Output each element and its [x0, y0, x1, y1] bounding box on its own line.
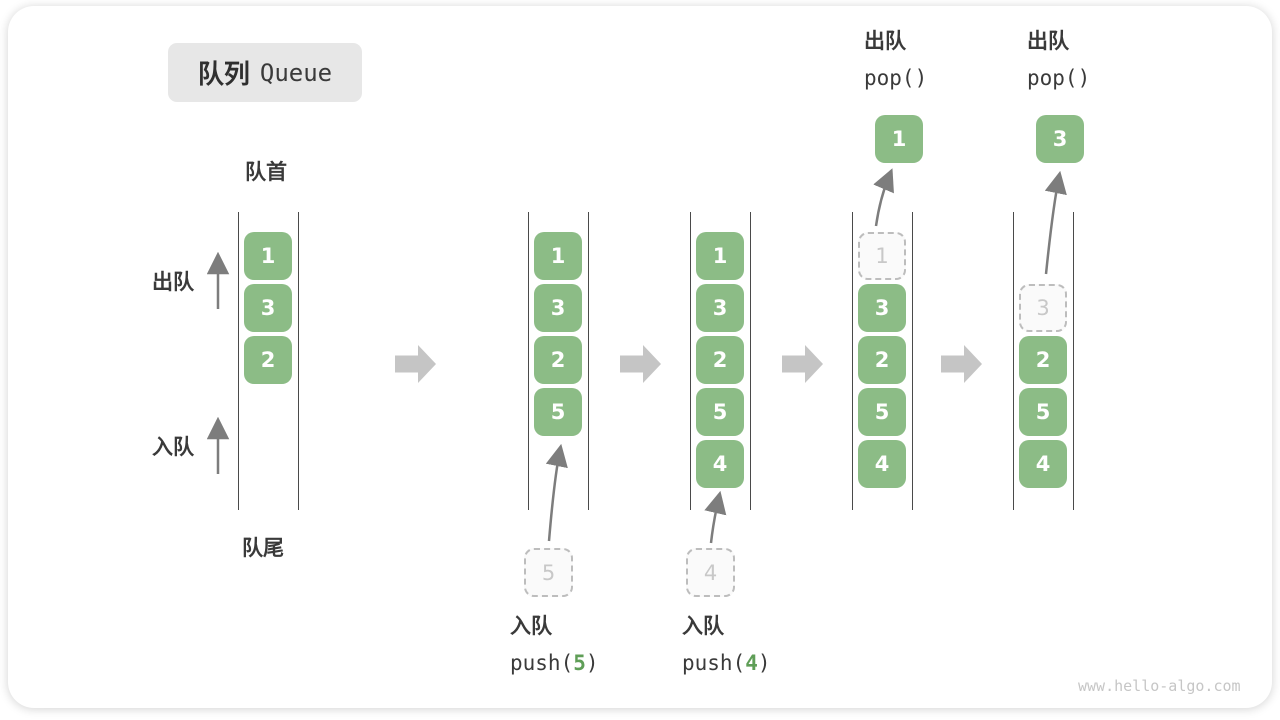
op-enqueue-2: 入队 push(4)	[682, 615, 771, 676]
queue-cell: 2	[244, 336, 292, 384]
queue-cell: 5	[858, 388, 906, 436]
queue-walls-2	[527, 212, 589, 510]
op-enqueue-1-code: push(5)	[510, 650, 599, 676]
code-arg: 4	[745, 651, 758, 675]
op-dequeue-2-label: 出队	[1027, 30, 1069, 53]
queue-cell: 2	[696, 336, 744, 384]
op-dequeue-2: 出队 pop()	[1027, 30, 1090, 91]
queue-walls-1	[237, 212, 299, 510]
card-background	[8, 6, 1272, 708]
code-text: )	[585, 651, 599, 675]
queue-walls-4	[851, 212, 913, 510]
queue-cell: 1	[696, 232, 744, 280]
queue-cell: 5	[1019, 388, 1067, 436]
queue-cell: 2	[1019, 336, 1067, 384]
queue-cell: 4	[696, 440, 744, 488]
queue-cell-ghost: 1	[858, 232, 906, 280]
popped-element: 3	[1036, 115, 1084, 163]
op-dequeue-1-label: 出队	[864, 30, 906, 53]
queue-cell: 2	[534, 336, 582, 384]
queue-cell: 1	[244, 232, 292, 280]
op-enqueue-2-label: 入队	[682, 615, 724, 638]
label-queue-rear: 队尾	[242, 537, 284, 560]
queue-cell: 3	[244, 284, 292, 332]
op-enqueue-1: 入队 push(5)	[510, 615, 599, 676]
code-arg: 5	[573, 651, 586, 675]
popped-element: 1	[875, 115, 923, 163]
queue-cell: 5	[534, 388, 582, 436]
queue-cell: 3	[858, 284, 906, 332]
label-enqueue-left: 入队	[152, 436, 194, 459]
op-dequeue-1-code: pop()	[864, 66, 928, 90]
queue-cell: 3	[534, 284, 582, 332]
incoming-element: 4	[686, 548, 735, 597]
title-zh: 队列	[197, 59, 250, 89]
code-text: push(	[682, 651, 746, 675]
title-en: Queue	[259, 58, 333, 87]
op-dequeue-1: 出队 pop()	[864, 30, 927, 91]
queue-cell: 4	[1019, 440, 1067, 488]
watermark: www.hello-algo.com	[1078, 677, 1241, 695]
op-enqueue-2-code: push(4)	[682, 650, 771, 676]
title-box: 队列 Queue	[168, 43, 362, 102]
queue-cell: 5	[696, 388, 744, 436]
queue-cell: 2	[858, 336, 906, 384]
queue-walls-3	[689, 212, 751, 510]
op-dequeue-2-code: pop()	[1027, 66, 1091, 90]
queue-cell: 3	[696, 284, 744, 332]
code-text: push(	[510, 651, 574, 675]
queue-cell-ghost: 3	[1019, 284, 1067, 332]
queue-cell: 1	[534, 232, 582, 280]
queue-cell: 4	[858, 440, 906, 488]
label-queue-front: 队首	[245, 161, 287, 184]
label-dequeue-left: 出队	[152, 271, 194, 294]
code-text: )	[757, 651, 771, 675]
op-enqueue-1-label: 入队	[510, 615, 552, 638]
queue-walls-5	[1012, 212, 1074, 510]
incoming-element: 5	[524, 548, 573, 597]
